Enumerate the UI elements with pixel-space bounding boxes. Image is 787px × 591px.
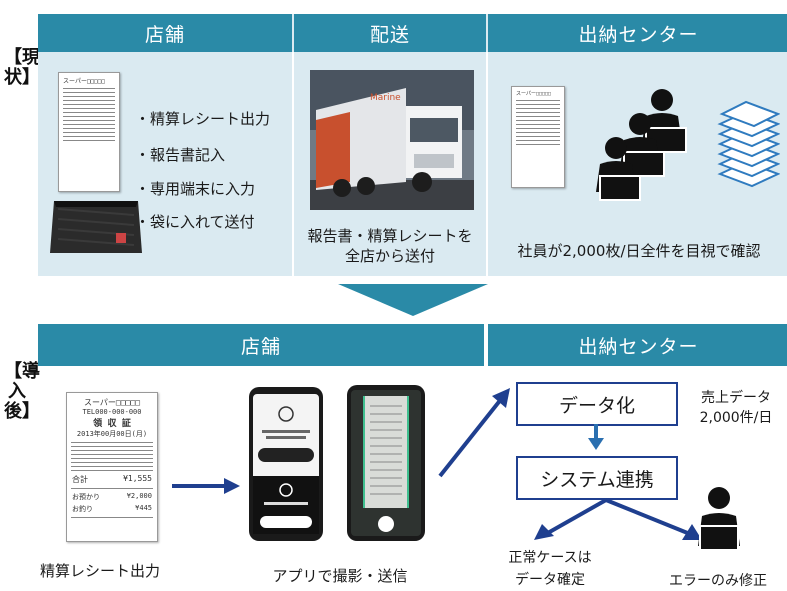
receipt-change-label: お釣り xyxy=(72,505,93,513)
split-arrows-icon xyxy=(534,498,702,540)
divider xyxy=(486,52,488,276)
paper-stack-icon xyxy=(717,100,780,188)
receipt-image: スーパー□□□□□ TEL000-000-000 領 収 証 2013年00月0… xyxy=(66,392,158,542)
phone-app-screen xyxy=(249,387,323,541)
truck-logo: Marine xyxy=(370,93,401,103)
receipt-image: スーパー□□□□□ xyxy=(511,86,565,188)
receipt-image: スーパー□□□□□ xyxy=(58,72,120,192)
receipt-change-row: お釣り ¥445 xyxy=(72,504,152,514)
after-header-center: 出納センター xyxy=(488,324,787,366)
current-side-label: 【現状】 xyxy=(4,47,40,88)
current-header-delivery: 配送 xyxy=(294,14,486,52)
store-bullet: ・報告書記入 xyxy=(135,146,226,164)
pouch-image xyxy=(50,201,142,253)
truck-photo: Marine xyxy=(310,70,474,210)
receipt-store-name: スーパー□□□□□ xyxy=(63,78,106,85)
receipt-store-name: スーパー□□□□□ xyxy=(516,91,552,97)
system-integration-box: システム連携 xyxy=(516,456,678,500)
delivery-caption-line: 全店から送付 xyxy=(344,247,435,265)
receipt-caption: 精算レシート出力 xyxy=(40,562,161,580)
normal-case-label: 正常ケースは データ確定 xyxy=(496,547,604,591)
receipt-total: ¥1,555 xyxy=(123,474,152,483)
receipt-total-label: 合計 xyxy=(72,475,88,484)
divider xyxy=(292,52,294,276)
data-conversion-box: データ化 xyxy=(516,382,678,426)
down-arrow-icon xyxy=(588,424,604,450)
worker-icon xyxy=(698,487,740,551)
diagonal-arrow-icon xyxy=(438,388,510,478)
after-header-store: 店舗 xyxy=(38,324,484,366)
receipt-date: 2013年00月00日(月) xyxy=(76,430,148,438)
sales-data-line: 2,000件/日 xyxy=(699,410,773,426)
normal-case-line: データ確定 xyxy=(515,572,585,588)
phone-camera-screen xyxy=(347,385,425,541)
down-arrow-icon xyxy=(338,284,488,316)
receipt-tel: TEL000-000-000 xyxy=(82,408,142,416)
sales-data-label: 売上データ 2,000件/日 xyxy=(688,388,784,428)
receipt-store-name: スーパー□□□□□ xyxy=(83,398,140,407)
receipt-title: 領 収 証 xyxy=(93,419,131,429)
store-bullet: ・専用端末に入力 xyxy=(135,180,256,198)
delivery-caption: 報告書・精算レシートを 全店から送付 xyxy=(296,226,484,266)
store-bullet: ・袋に入れて送付 xyxy=(135,213,255,231)
receipt-deposit: ¥2,000 xyxy=(126,492,152,500)
store-bullet: ・精算レシート出力 xyxy=(135,110,271,128)
normal-case-line: 正常ケースは xyxy=(508,550,592,566)
receipt-deposit-label: お預かり xyxy=(72,493,100,501)
error-fix-label: エラーのみ修正 xyxy=(669,573,767,589)
current-header-center: 出納センター xyxy=(488,14,787,52)
current-header-store: 店舗 xyxy=(38,14,292,52)
app-caption: アプリで撮影・送信 xyxy=(272,567,408,585)
sales-data-line: 売上データ xyxy=(701,390,771,406)
center-caption: 社員が2,000枚/日全件を目視で確認 xyxy=(517,242,761,260)
delivery-caption-line: 報告書・精算レシートを xyxy=(307,227,473,245)
right-arrow-icon xyxy=(172,478,240,494)
receipt-change: ¥445 xyxy=(135,504,152,512)
receipt-total-row: 合計 ¥1,555 xyxy=(72,474,152,485)
workers-icon xyxy=(596,89,687,201)
after-side-label: 【導入後】 xyxy=(4,361,40,422)
receipt-deposit-row: お預かり ¥2,000 xyxy=(72,492,152,502)
